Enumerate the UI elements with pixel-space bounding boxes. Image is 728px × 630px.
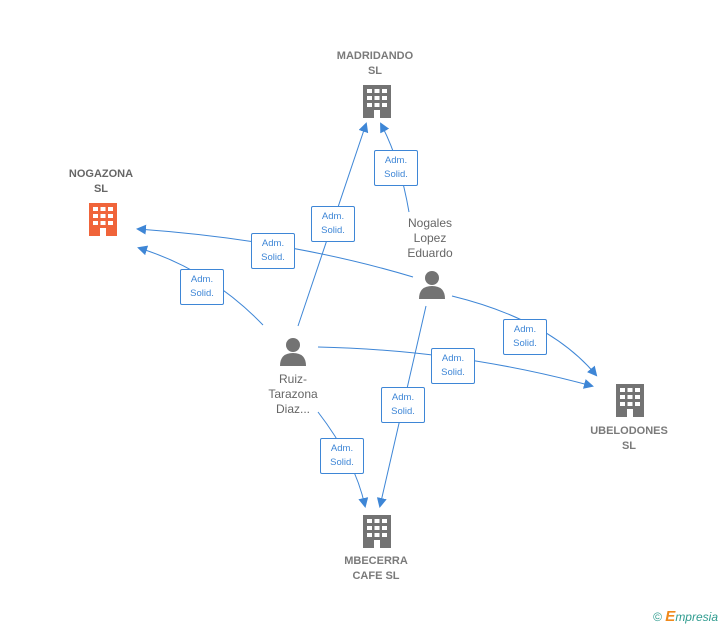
- node-label-ruiz[interactable]: Ruiz- Tarazona Diaz...: [268, 372, 318, 416]
- brand-name: mpresia: [675, 610, 718, 624]
- relation-badge[interactable]: Adm. Solid.: [431, 348, 475, 384]
- brand-logo-initial: E: [665, 608, 676, 625]
- footer-brand[interactable]: © Empresia: [653, 608, 718, 625]
- person-icon: [419, 271, 445, 299]
- building-icon: [363, 85, 391, 118]
- relation-badge[interactable]: Adm. Solid.: [311, 206, 355, 242]
- relation-badge[interactable]: Adm. Solid.: [503, 319, 547, 355]
- building-icon-focus: [89, 203, 117, 236]
- edges: [136, 122, 598, 508]
- relation-badge[interactable]: Adm. Solid.: [374, 150, 418, 186]
- node-label-mbecerra[interactable]: MBECERRA CAFE SL: [344, 555, 408, 582]
- node-label-nogales[interactable]: Nogales Lopez Eduardo: [407, 216, 453, 260]
- copyright-icon: ©: [653, 610, 662, 624]
- relation-badge[interactable]: Adm. Solid.: [180, 269, 224, 305]
- building-icon: [616, 384, 644, 417]
- relation-badge[interactable]: Adm. Solid.: [320, 438, 364, 474]
- relation-badge[interactable]: Adm. Solid.: [381, 387, 425, 423]
- building-icon: [363, 515, 391, 548]
- node-label-madridando[interactable]: MADRIDANDO SL: [336, 50, 414, 77]
- relation-badge[interactable]: Adm. Solid.: [251, 233, 295, 269]
- node-label-nogazona[interactable]: NOGAZONA SL: [68, 168, 134, 195]
- person-icon: [280, 338, 306, 366]
- node-label-ubelodones[interactable]: UBELODONES SL: [590, 425, 668, 452]
